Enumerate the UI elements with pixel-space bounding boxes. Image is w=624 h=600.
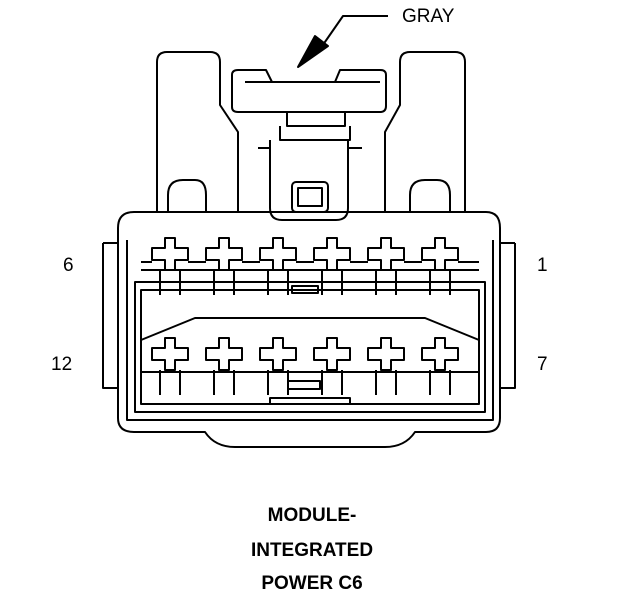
terminal-4 [259, 237, 297, 295]
wire-color-label: GRAY [402, 6, 455, 27]
pin-label-1: 1 [537, 255, 548, 276]
terminal-12 [151, 337, 189, 395]
terminal-8 [367, 337, 405, 395]
pin-label-7: 7 [537, 354, 548, 375]
terminal-2 [367, 237, 405, 295]
terminal-10 [259, 337, 297, 395]
terminal-cavity [134, 281, 486, 413]
terminal-row-top [141, 237, 479, 295]
terminal-5 [205, 237, 243, 295]
pin-label-12: 12 [51, 354, 73, 375]
terminal-9 [313, 337, 351, 395]
terminal-3 [313, 237, 351, 295]
terminal-1 [421, 237, 459, 295]
title-line-1: MODULE- [267, 505, 357, 526]
connector-housing [117, 211, 501, 448]
connector-latch [231, 69, 387, 221]
pin-label-6: 6 [63, 255, 74, 276]
connector-shell [156, 51, 466, 212]
terminal-11 [205, 337, 243, 395]
terminal-6 [151, 237, 189, 295]
terminal-row-bottom [141, 337, 479, 395]
title-line-3: POWER C6 [261, 573, 363, 594]
title-line-2: INTEGRATED [250, 540, 374, 561]
terminal-7 [421, 337, 459, 395]
color-leader-arrow [297, 15, 388, 68]
